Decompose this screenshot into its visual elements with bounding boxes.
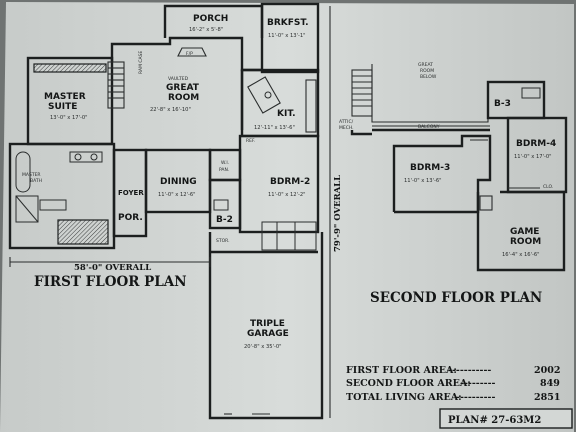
master-bath-label-1: MASTER	[22, 172, 41, 178]
great-room-below-3: BELOW	[420, 74, 437, 80]
svg-text:----------: ----------	[456, 392, 495, 403]
great-room-label-1: GREAT	[166, 83, 200, 93]
foyer-label: FOYER	[118, 189, 144, 197]
attic-label-2: MECH.	[339, 125, 354, 131]
bdrm4-label: BDRM-4	[516, 139, 556, 149]
pantry-label-2: PAN.	[219, 167, 229, 173]
bath2-label: B-2	[216, 215, 233, 225]
porch-dims: 16'-2" x 5'-8"	[189, 27, 223, 33]
master-suite-label-2: SUITE	[48, 102, 77, 112]
total-area-label: TOTAL LIVING AREA:	[346, 392, 462, 403]
game-room-label-2: ROOM	[510, 237, 541, 247]
brkfst-dims: 11'-0" x 13'-1"	[268, 33, 306, 39]
first-floor-plan: RAM CASE	[8, 2, 331, 420]
bdrm4-dims: 11'-0" x 17'-0"	[514, 154, 552, 160]
garage-label-2: GARAGE	[247, 329, 289, 339]
kitchen-dims: 12'-11" x 13'-6"	[254, 125, 295, 131]
dining-label: DINING	[160, 177, 197, 187]
great-room-vaulted: VAULTED	[168, 76, 189, 82]
game-room-dims: 16'-4" x 16'-6"	[502, 252, 540, 258]
balcony-label: BALCONY	[418, 124, 440, 130]
second-floor-area-label: SECOND FLOOR AREA:	[346, 378, 471, 389]
overall-width: 58'-0" OVERALL	[74, 263, 151, 273]
garage-label-1: TRIPLE	[250, 319, 285, 329]
bdrm3-label: BDRM-3	[410, 163, 450, 173]
bath3-label: B-3	[494, 99, 511, 109]
first-floor-area-value: 2002	[534, 365, 560, 376]
por-label: POR.	[118, 213, 143, 223]
attic-label-1: ATTIC/	[339, 119, 354, 125]
svg-text:RAM CASE: RAM CASE	[138, 51, 144, 74]
plan-number: PLAN# 27-63M2	[448, 415, 541, 426]
master-suite-label-1: MASTER	[44, 92, 86, 102]
bdrm3-dims: 11'-0" x 13'-6"	[404, 178, 442, 184]
great-room-label-2: ROOM	[168, 93, 199, 103]
first-floor-area-label: FIRST FLOOR AREA:	[346, 365, 457, 376]
kitchen-label: KIT.	[277, 109, 296, 119]
brkfst-label: BRKFST.	[267, 18, 309, 28]
pantry-label-1: W.I.	[221, 160, 229, 166]
master-suite-dims: 13'-0" x 17'-0"	[50, 115, 88, 121]
total-area-value: 2851	[534, 392, 560, 403]
plan-number-box	[439, 408, 573, 429]
game-room-label-1: GAME	[510, 227, 539, 237]
svg-text:---------: ---------	[460, 378, 496, 389]
first-floor-labels: PORCH 16'-2" x 5'-8" BRKFST. 11'-0" x 13…	[22, 14, 343, 350]
dining-dims: 11'-0" x 12'-6"	[158, 192, 196, 198]
area-summary: FIRST FLOOR AREA: ----------- 2002 SECON…	[346, 365, 573, 429]
first-floor-title: FIRST FLOOR PLAN	[34, 274, 187, 290]
second-floor-labels: GREAT ROOM BELOW B-3 BALCONY ATTIC/ MECH…	[339, 62, 556, 306]
second-floor-plan	[350, 64, 568, 272]
fireplace-label: F/P	[186, 51, 193, 57]
great-room-below-1: GREAT	[418, 62, 433, 68]
overall-depth: 79'-9" OVERALL	[333, 175, 343, 252]
ref-label: REF.	[246, 138, 255, 144]
svg-text:-----------: -----------	[448, 365, 491, 376]
second-floor-title: SECOND FLOOR PLAN	[370, 290, 542, 306]
garage-dims: 20'-8" x 35'-0"	[244, 344, 282, 350]
storage-label: STOR.	[216, 238, 230, 244]
master-bath-label-2: BATH	[30, 178, 42, 184]
second-floor-area-value: 849	[540, 378, 560, 389]
porch-label: PORCH	[193, 14, 228, 24]
great-room-dims: 22'-8" x 16'-10"	[150, 107, 191, 113]
bdrm2-dims: 11'-0" x 12'-2"	[268, 192, 306, 198]
bdrm2-label: BDRM-2	[270, 177, 310, 187]
closet-label: CLO.	[543, 184, 553, 190]
great-room-below-2: ROOM	[420, 68, 434, 74]
